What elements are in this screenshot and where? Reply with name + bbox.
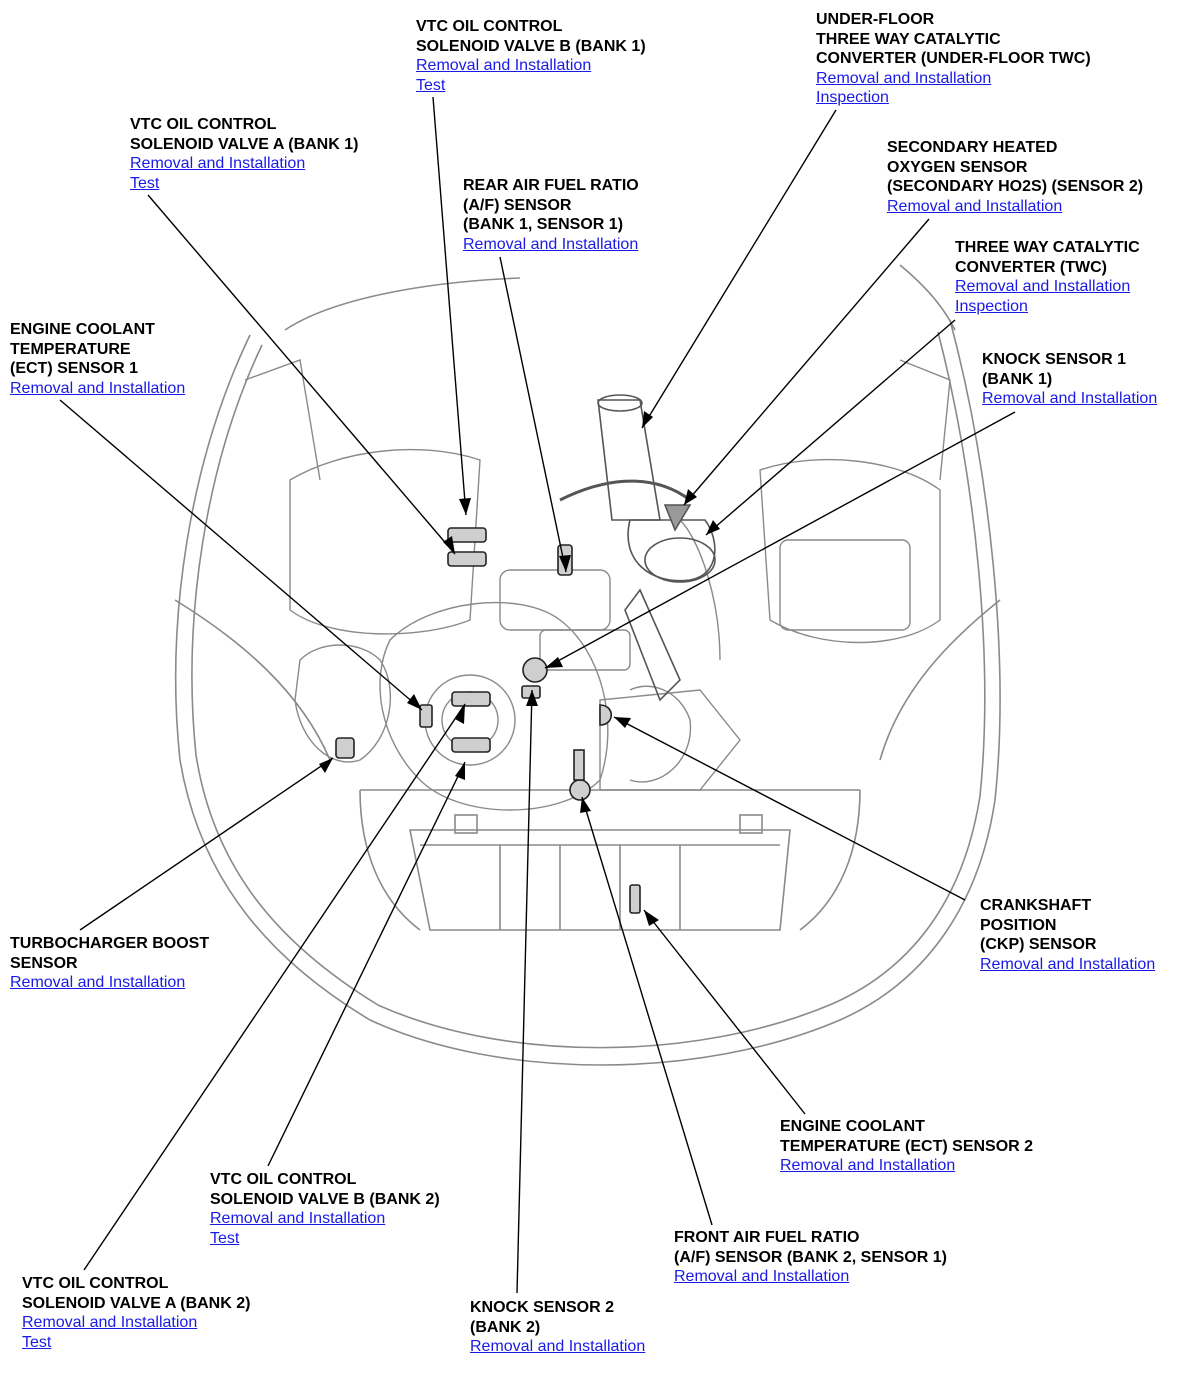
label-title-line: TEMPERATURE <box>10 340 131 358</box>
test-link[interactable]: Test <box>22 1333 52 1351</box>
leader-lines <box>59 96 1016 1294</box>
removal-installation-link[interactable]: Removal and Installation <box>470 1338 646 1356</box>
removal-installation-link[interactable]: Removal and Installation <box>10 379 186 397</box>
label-title-line: CONVERTER (TWC) <box>955 258 1107 276</box>
exhaust-components <box>559 394 716 702</box>
label-front-af-sensor: FRONT AIR FUEL RATIO (A/F) SENSOR (BANK … <box>674 1228 947 1287</box>
removal-installation-link[interactable]: Removal and Installation <box>780 1157 956 1175</box>
label-title-line: SOLENOID VALVE B (BANK 2) <box>210 1190 440 1208</box>
removal-installation-link[interactable]: Removal and Installation <box>130 155 306 173</box>
label-title-line: UNDER-FLOOR <box>816 11 935 28</box>
removal-installation-link[interactable]: Removal and Installation <box>210 1210 386 1228</box>
label-title-line: (CKP) SENSOR <box>980 936 1097 954</box>
label-ect-sensor-2: ENGINE COOLANT TEMPERATURE (ECT) SENSOR … <box>780 1117 1033 1176</box>
label-title-line: VTC OIL CONTROL <box>130 116 277 133</box>
engine-assembly <box>244 359 951 811</box>
test-link[interactable]: Test <box>416 76 446 94</box>
label-title-line: SOLENOID VALVE B (BANK 1) <box>416 37 646 55</box>
vehicle-body-outline <box>174 264 1001 1066</box>
label-title-line: KNOCK SENSOR 1 <box>982 351 1127 368</box>
label-title-line: SOLENOID VALVE A (BANK 2) <box>22 1294 251 1312</box>
label-underfloor-twc: UNDER-FLOOR THREE WAY CATALYTIC CONVERTE… <box>816 10 1091 108</box>
label-title-line: POSITION <box>980 916 1057 934</box>
label-vtc-b-bank1: VTC OIL CONTROL SOLENOID VALVE B (BANK 1… <box>416 17 646 95</box>
label-title-line: THREE WAY CATALYTIC <box>955 239 1140 256</box>
label-title-line: THREE WAY CATALYTIC <box>816 30 1001 48</box>
label-title-line: TURBOCHARGER BOOST <box>10 935 210 952</box>
label-title-line: REAR AIR FUEL RATIO <box>463 177 639 194</box>
label-twc: THREE WAY CATALYTIC CONVERTER (TWC) Remo… <box>955 238 1140 316</box>
label-title-line: (A/F) SENSOR <box>463 196 572 214</box>
label-vtc-a-bank1: VTC OIL CONTROL SOLENOID VALVE A (BANK 1… <box>130 115 358 193</box>
removal-installation-link[interactable]: Removal and Installation <box>887 197 1063 215</box>
label-title-line: (SECONDARY HO2S) (SENSOR 2) <box>887 178 1144 196</box>
inspection-link[interactable]: Inspection <box>816 89 889 107</box>
label-vtc-a-bank2: VTC OIL CONTROL SOLENOID VALVE A (BANK 2… <box>22 1274 250 1352</box>
removal-installation-link[interactable]: Removal and Installation <box>980 955 1156 973</box>
label-turbo-boost-sensor: TURBOCHARGER BOOST SENSOR Removal and In… <box>10 934 209 993</box>
label-secondary-ho2s: SECONDARY HEATED OXYGEN SENSOR (SECONDAR… <box>887 138 1143 216</box>
label-title-line: SOLENOID VALVE A (BANK 1) <box>130 135 359 153</box>
label-title-line: VTC OIL CONTROL <box>22 1275 169 1292</box>
label-knock-sensor-1: KNOCK SENSOR 1 (BANK 1) Removal and Inst… <box>982 350 1157 409</box>
label-title-line: ENGINE COOLANT <box>10 321 155 338</box>
removal-installation-link[interactable]: Removal and Installation <box>982 390 1158 408</box>
leader-arrowheads <box>319 411 720 926</box>
radiator-support <box>409 814 791 931</box>
label-title-line: (BANK 2) <box>470 1318 541 1336</box>
component-markers <box>335 527 641 914</box>
removal-installation-link[interactable]: Removal and Installation <box>463 235 639 253</box>
label-title-line: SENSOR <box>10 954 78 972</box>
label-title-line: CONVERTER (UNDER-FLOOR TWC) <box>816 50 1091 68</box>
label-title-line: VTC OIL CONTROL <box>210 1171 357 1188</box>
test-link[interactable]: Test <box>130 174 160 192</box>
label-title-line: CRANKSHAFT <box>980 897 1092 914</box>
inspection-link[interactable]: Inspection <box>955 297 1028 315</box>
removal-installation-link[interactable]: Removal and Installation <box>955 278 1131 296</box>
removal-installation-link[interactable]: Removal and Installation <box>674 1268 850 1286</box>
label-title-line: SECONDARY HEATED <box>887 139 1058 156</box>
label-title-line: TEMPERATURE (ECT) SENSOR 2 <box>780 1137 1034 1155</box>
label-ckp-sensor: CRANKSHAFT POSITION (CKP) SENSOR Removal… <box>980 896 1155 974</box>
label-title-line: KNOCK SENSOR 2 <box>470 1299 615 1316</box>
label-rear-af-sensor: REAR AIR FUEL RATIO (A/F) SENSOR (BANK 1… <box>463 176 639 254</box>
label-knock-sensor-2: KNOCK SENSOR 2 (BANK 2) Removal and Inst… <box>470 1298 645 1357</box>
label-vtc-b-bank2: VTC OIL CONTROL SOLENOID VALVE B (BANK 2… <box>210 1170 440 1248</box>
label-title-line: OXYGEN SENSOR <box>887 158 1028 176</box>
label-title-line: ENGINE COOLANT <box>780 1118 925 1135</box>
removal-installation-link[interactable]: Removal and Installation <box>22 1314 198 1332</box>
removal-installation-link[interactable]: Removal and Installation <box>816 69 992 87</box>
label-title-line: FRONT AIR FUEL RATIO <box>674 1229 860 1246</box>
label-ect-sensor-1: ENGINE COOLANT TEMPERATURE (ECT) SENSOR … <box>10 320 185 398</box>
label-title-line: (ECT) SENSOR 1 <box>10 360 139 378</box>
removal-installation-link[interactable]: Removal and Installation <box>416 57 592 75</box>
label-title-line: (A/F) SENSOR (BANK 2, SENSOR 1) <box>674 1248 947 1266</box>
label-title-line: VTC OIL CONTROL <box>416 18 563 35</box>
label-title-line: (BANK 1, SENSOR 1) <box>463 216 624 234</box>
removal-installation-link[interactable]: Removal and Installation <box>10 974 186 992</box>
test-link[interactable]: Test <box>210 1229 240 1247</box>
label-title-line: (BANK 1) <box>982 370 1053 388</box>
